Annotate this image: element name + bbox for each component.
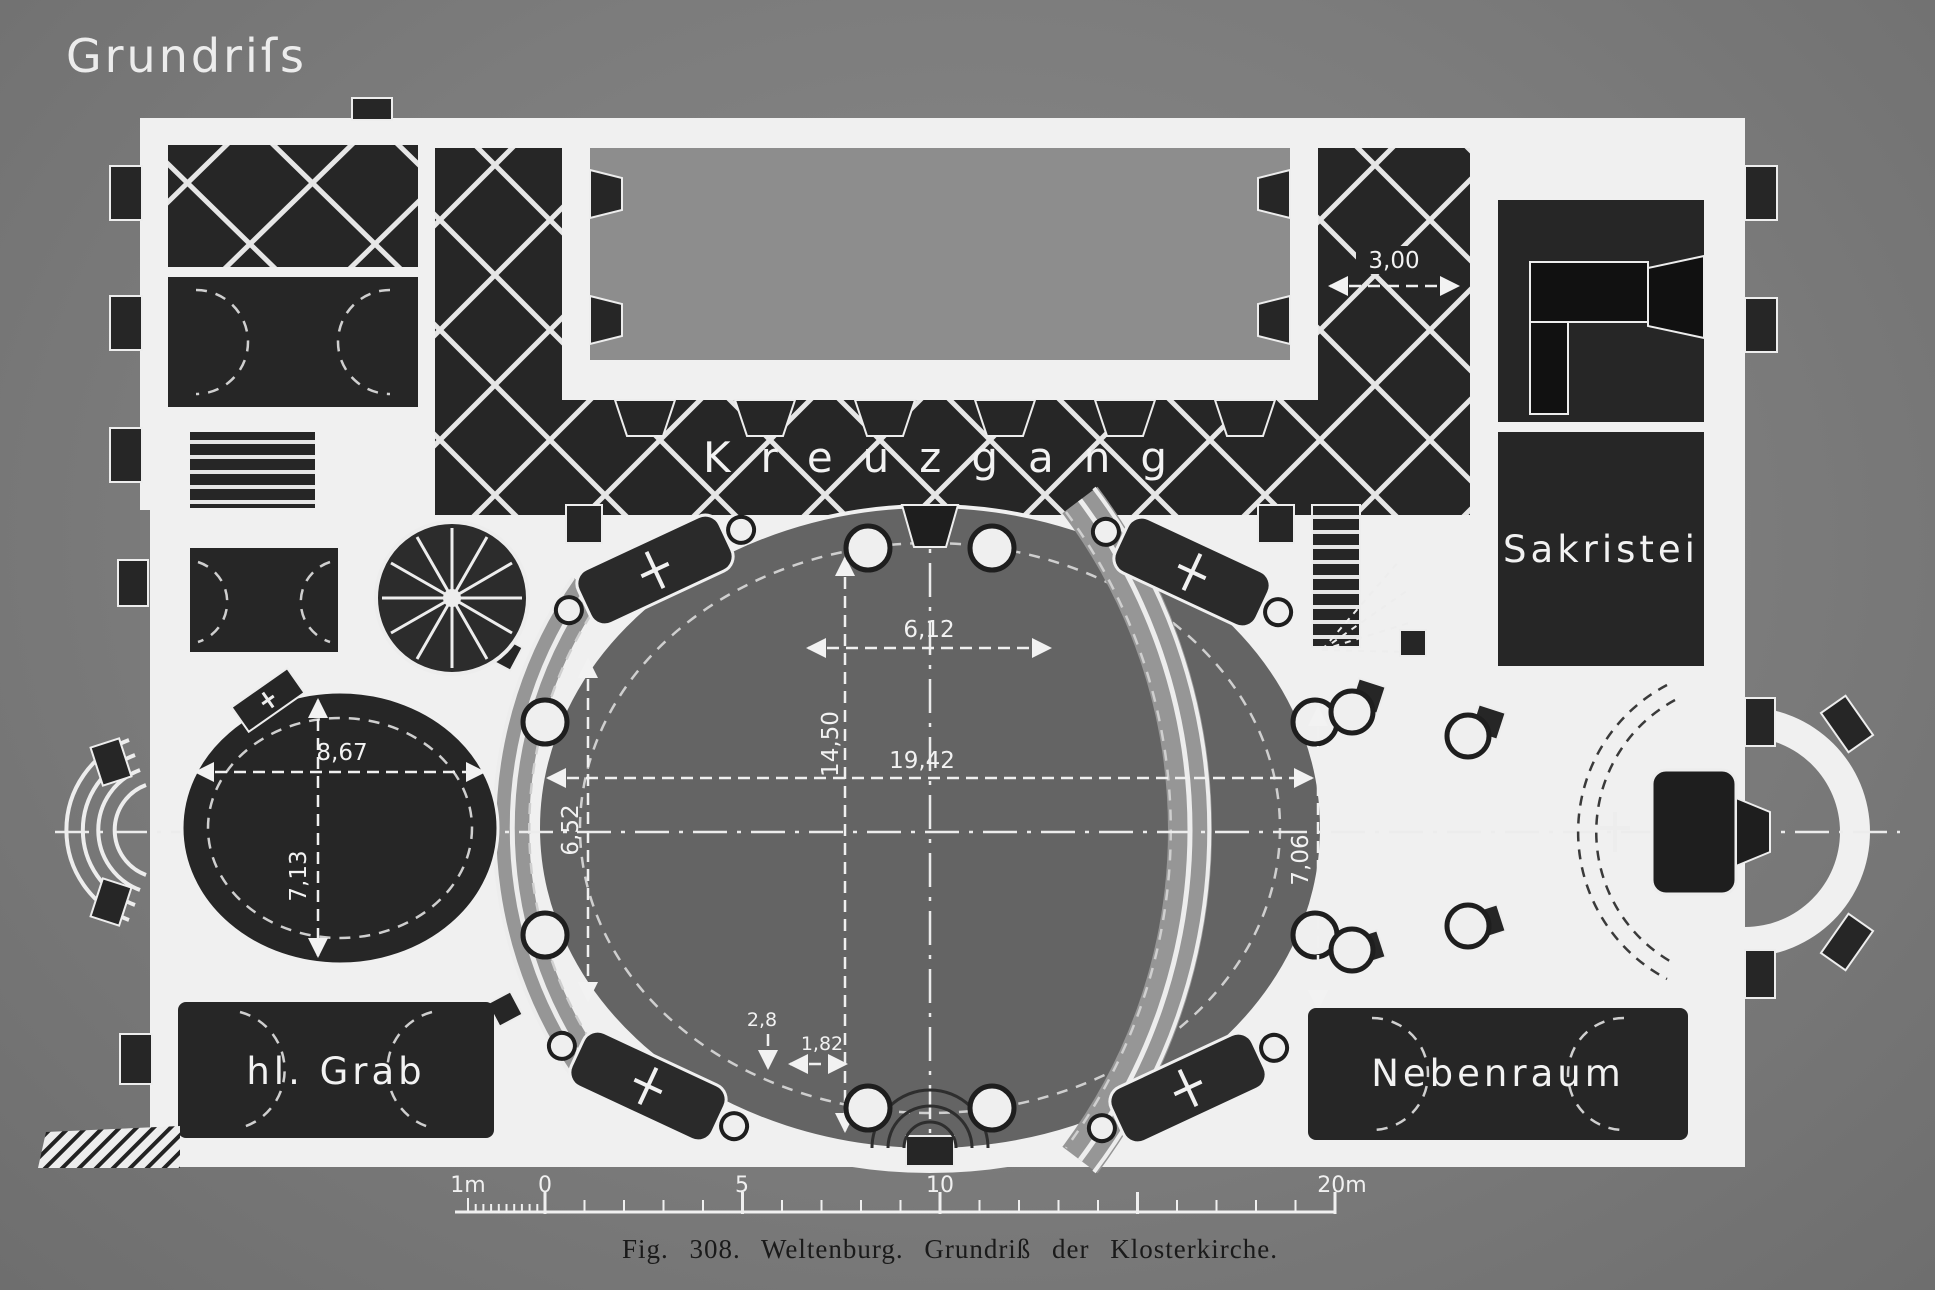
- entrance-pier-north: [89, 737, 133, 787]
- sakristei-label: Sakristei: [1503, 528, 1699, 571]
- dimension-nave-width: 19,42: [546, 748, 1314, 788]
- wing-room-vaulted: [168, 145, 418, 267]
- dimension-west-chapel-depth: 7,13: [286, 698, 328, 958]
- choir: 7,06: [1288, 504, 1771, 1010]
- svg-text:6,52: 6,52: [558, 804, 584, 855]
- tomb-altar-nw: [553, 513, 757, 627]
- scale-20m: 20m: [1317, 1173, 1366, 1198]
- svg-text:7,13: 7,13: [286, 850, 312, 901]
- hl-grab-label: hl. Grab: [246, 1050, 425, 1093]
- dim-3-00: 3,00: [1368, 248, 1419, 274]
- holy-grave-room: [178, 1002, 494, 1138]
- svg-text:7,06: 7,06: [1288, 834, 1314, 885]
- high-altar: [1650, 768, 1738, 896]
- choir-columns: [1328, 688, 1492, 974]
- terrain-hatch: [38, 1126, 180, 1168]
- sacristy-block: Sakristei 3,00: [1328, 200, 1705, 666]
- dimension-choir-depth: 7,06: [1288, 706, 1328, 1010]
- east-apse-wall: [1745, 707, 1870, 957]
- cloister-door-west: [565, 504, 603, 544]
- scale-0: 0: [538, 1173, 552, 1198]
- scale-1m: 1m: [450, 1173, 485, 1198]
- nave: 19,42 6,12 14,50 6,52 2,8 1,82: [55, 486, 1900, 1174]
- svg-text:14,50: 14,50: [818, 711, 844, 777]
- courtyard-piers: [589, 168, 1291, 437]
- side-altar: [230, 666, 306, 734]
- dimension-nave-entry: 6,12: [806, 617, 1052, 658]
- west-end: 8,67 7,13: [64, 520, 530, 966]
- tomb-altar-ne: [1090, 515, 1294, 629]
- nave-gallery-dashed: [578, 541, 1282, 1115]
- svg-text:19,42: 19,42: [889, 748, 955, 774]
- dimension-nave-length: 14,50: [818, 556, 855, 1133]
- wing-stairs: [190, 432, 315, 508]
- sacristy-furniture: [1529, 254, 1705, 415]
- west-chapel-oval: [180, 690, 500, 966]
- north-portal: [900, 504, 960, 548]
- wing-room-small: [190, 548, 338, 652]
- svg-text:2,8: 2,8: [747, 1009, 777, 1031]
- figure-caption: Fig. 308. Weltenburg. Grundriß der Klost…: [622, 1234, 1278, 1264]
- altar-back: [1735, 796, 1771, 868]
- kreuzgang-label: Kreuzgang: [703, 433, 1197, 482]
- buttresses: [109, 165, 1875, 1085]
- cloister-courtyard: [590, 148, 1290, 360]
- dimension-steps: 2,8 1,82: [747, 1009, 848, 1074]
- cloister-door-east: [1257, 504, 1295, 544]
- entrance-pier-south: [89, 877, 133, 927]
- west-wing: [168, 145, 418, 652]
- altar-cross-icon: [1600, 812, 1630, 852]
- wing-room-hall: [168, 277, 418, 407]
- svg-text:8,67: 8,67: [316, 740, 367, 766]
- dimension-cloister-width: 3,00: [1328, 246, 1460, 296]
- tomb-altar-se: [1086, 1031, 1290, 1145]
- dimension-west-bay: 6,52: [558, 658, 598, 1002]
- tomb-altar-sw: [546, 1029, 750, 1143]
- south-rooms: hl. Grab Nebenraum: [178, 1002, 1688, 1140]
- spiral-stair: [374, 520, 530, 676]
- west-colonnade-arcs: [492, 576, 604, 1080]
- cloister-walk: Kreuzgang: [435, 148, 1470, 544]
- svg-text:6,12: 6,12: [903, 617, 954, 643]
- scale-10: 10: [926, 1173, 954, 1198]
- sacristy-stairs: [1311, 504, 1427, 657]
- scale-bar: 1m 0 5 10 20m: [450, 1173, 1367, 1214]
- nebenraum-label: Nebenraum: [1371, 1052, 1625, 1095]
- svg-text:1,82: 1,82: [801, 1033, 843, 1055]
- south-portal: [905, 1135, 955, 1167]
- page-title: Grundriſs: [66, 29, 307, 83]
- sacristy-room: [1498, 432, 1704, 666]
- nebenraum-room: [1308, 1008, 1688, 1140]
- scale-5: 5: [735, 1173, 749, 1198]
- apse-steps: [1576, 683, 1676, 981]
